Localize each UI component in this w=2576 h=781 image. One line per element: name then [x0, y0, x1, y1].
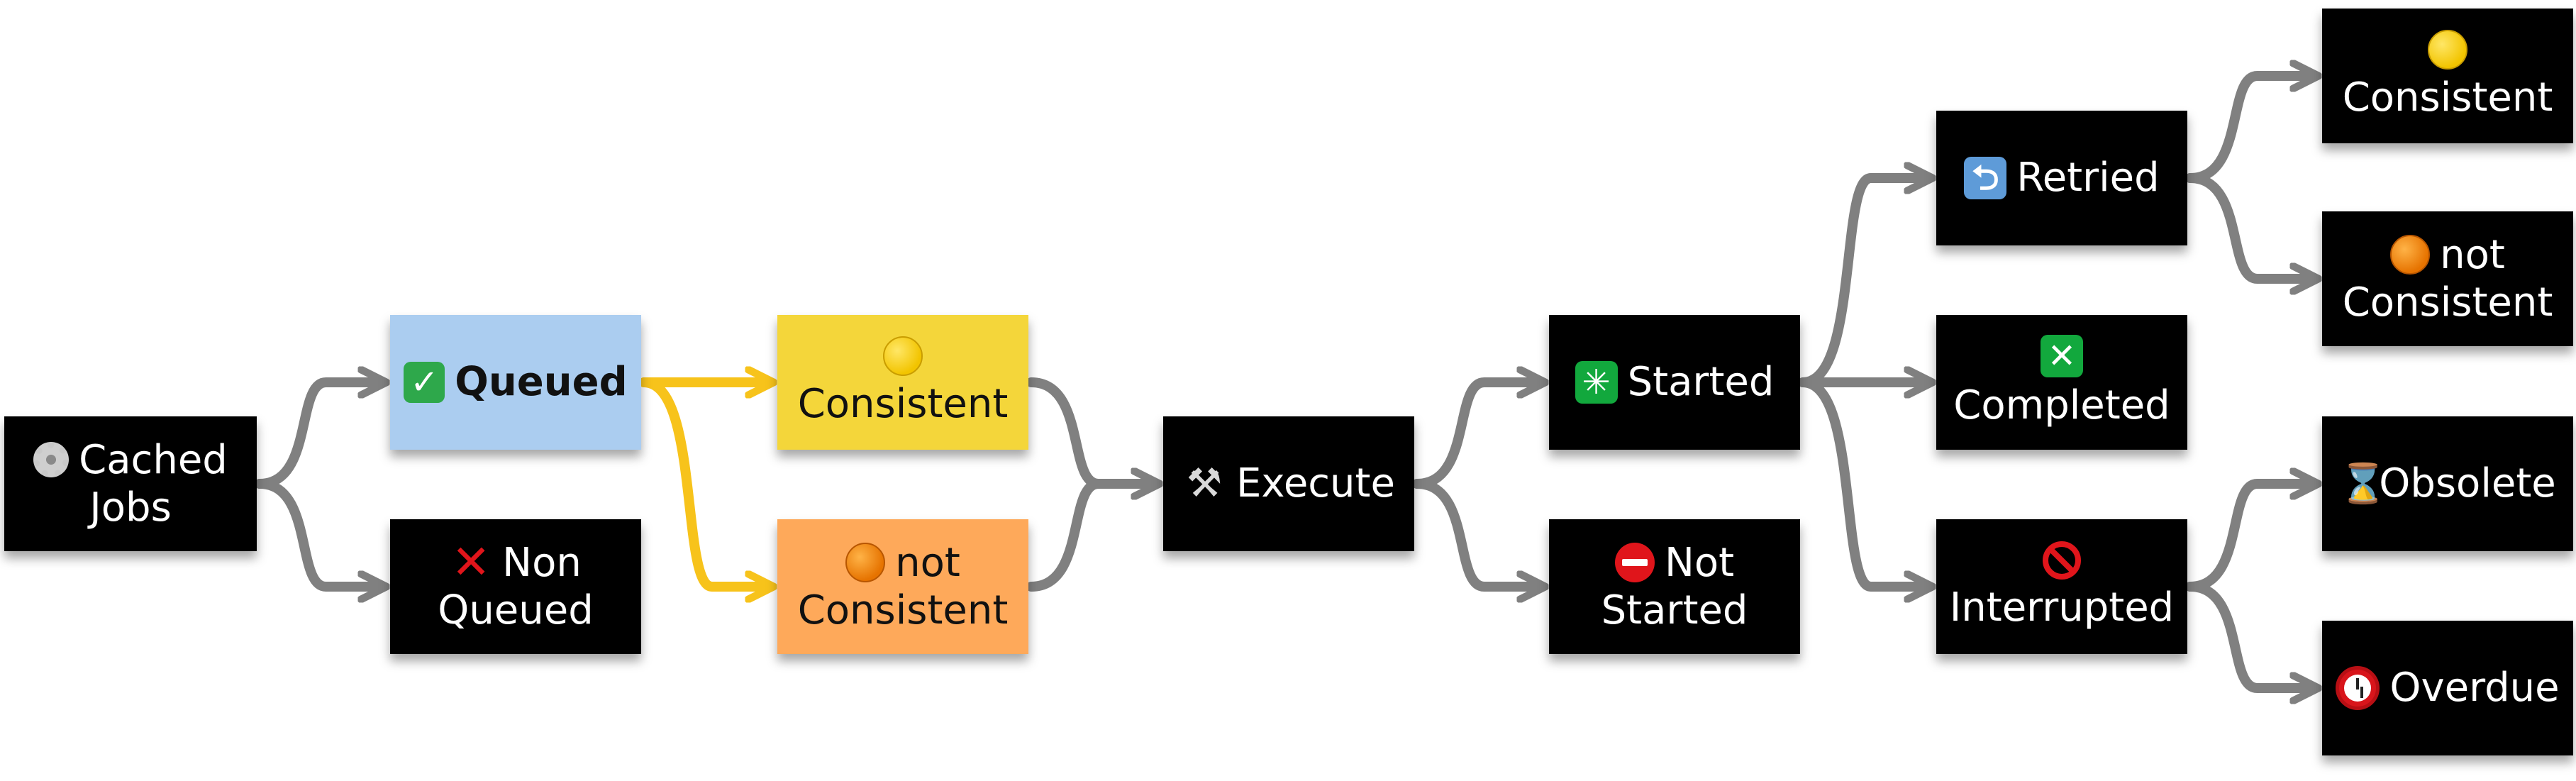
no-entry-icon	[1614, 543, 1655, 583]
node-not-consistent-2-line2: Consistent	[2342, 279, 2553, 326]
node-not-consistent-1-line1: not	[895, 539, 960, 586]
cross-mark-icon: ✕	[451, 535, 491, 590]
edge-interrupted-to-obsolete	[2185, 484, 2312, 592]
node-obsolete: ⌛ Obsolete	[2322, 416, 2573, 551]
hourglass-icon: ⌛	[2339, 461, 2387, 506]
node-interrupted: Interrupted	[1936, 519, 2187, 654]
edge-retried-to-not_consistent_2	[2185, 173, 2312, 279]
node-retried-label: Retried	[2016, 155, 2160, 201]
node-not-consistent-2: not Consistent	[2322, 211, 2573, 346]
hammer-wrench-icon: ⚒	[1186, 460, 1223, 506]
edge-consistent_1-to-execute	[1026, 377, 1153, 484]
node-not-started-line2: Started	[1601, 587, 1748, 633]
node-started-label: Started	[1627, 359, 1775, 406]
node-retried: ⮌ Retried	[1936, 111, 2187, 245]
node-execute-label: Execute	[1236, 460, 1395, 507]
node-consistent-2-label: Consistent	[2342, 74, 2553, 121]
node-completed-label: Completed	[1953, 382, 2170, 429]
node-started: ✳ Started	[1549, 315, 1800, 450]
gear-icon	[33, 442, 70, 478]
alarm-clock-icon	[2336, 666, 2380, 710]
node-cached-jobs-line1: Cached	[79, 436, 228, 483]
node-completed: ✕ Completed	[1936, 315, 2187, 450]
edge-execute-to-not_started	[1412, 479, 1539, 587]
node-non-queued-line1: Non	[502, 539, 582, 586]
edge-cached_jobs-to-queued	[255, 382, 380, 489]
edge-started-to-interrupted	[1798, 377, 1926, 587]
return-arrow-icon: ⮌	[1964, 157, 2007, 199]
node-cached-jobs-line2: Jobs	[89, 484, 172, 531]
edge-started-to-retried	[1798, 178, 1926, 387]
edge-interrupted-to-overdue	[2185, 582, 2312, 688]
prohibited-icon	[2043, 541, 2081, 580]
node-non-queued-line2: Queued	[438, 587, 594, 633]
orange-circle-icon	[2390, 235, 2431, 275]
node-not-started: Not Started	[1549, 519, 1800, 654]
node-overdue: Overdue	[2322, 621, 2573, 755]
yellow-circle-icon	[883, 336, 923, 377]
node-consistent-1-label: Consistent	[797, 381, 1009, 428]
node-consistent-1: Consistent	[777, 315, 1028, 450]
sparkle-icon: ✳	[1575, 361, 1618, 404]
node-not-started-line1: Not	[1664, 539, 1735, 586]
node-interrupted-label: Interrupted	[1949, 585, 2175, 631]
node-obsolete-label: Obsolete	[2379, 460, 2556, 507]
node-non-queued: ✕ Non Queued	[390, 519, 641, 654]
yellow-circle-icon	[2428, 30, 2467, 70]
node-consistent-2: Consistent	[2322, 9, 2573, 143]
node-cached-jobs: Cached Jobs	[4, 416, 257, 551]
orange-circle-icon	[845, 543, 886, 583]
node-queued-label: Queued	[455, 359, 628, 406]
node-execute: ⚒ Execute	[1163, 416, 1414, 551]
edge-execute-to-started	[1412, 382, 1539, 489]
edge-queued-to-not_consistent_1	[639, 377, 767, 587]
check-mark-icon: ✓	[404, 362, 445, 403]
node-not-consistent-1: not Consistent	[777, 519, 1028, 654]
node-queued: ✓ Queued	[390, 315, 641, 450]
node-not-consistent-2-line1: not	[2440, 231, 2505, 278]
node-not-consistent-1-line2: Consistent	[797, 587, 1009, 633]
edge-cached_jobs-to-non_queued	[255, 479, 380, 587]
cross-box-icon: ✕	[2041, 335, 2083, 378]
edge-not_consistent_1-to-execute	[1026, 484, 1153, 592]
edge-retried-to-consistent_2	[2185, 76, 2312, 183]
node-overdue-label: Overdue	[2389, 665, 2560, 711]
